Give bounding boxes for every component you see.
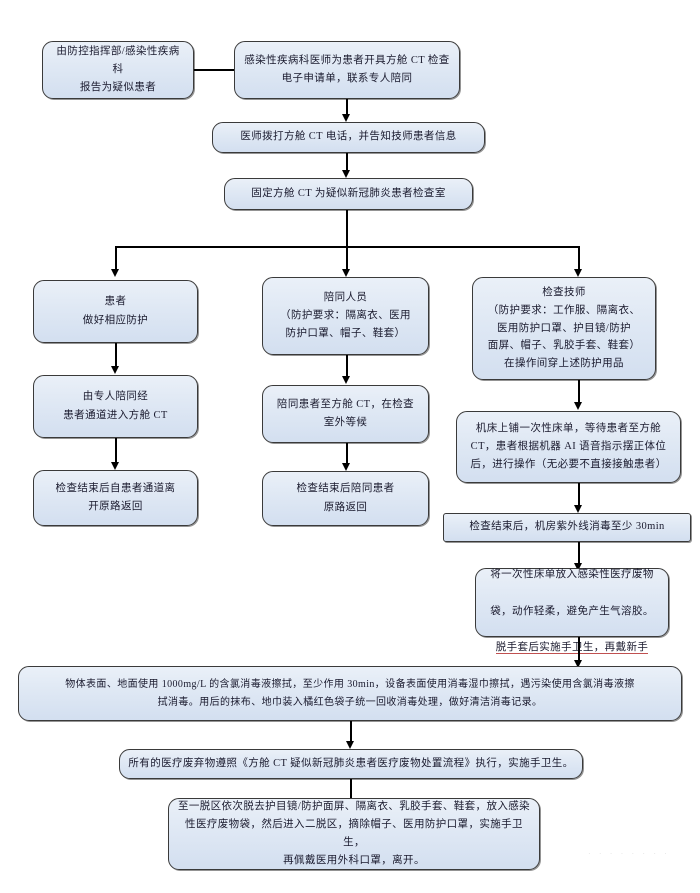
node-escort-role[interactable]: 陪同人员 （防护要求：隔离衣、医用 防护口罩、帽子、鞋套） [262, 277, 429, 355]
node-doffing-label: 至一脱区依次脱去护目镜/防护面屏、隔离衣、乳胶手套、鞋套，放入感染 性医疗废物袋… [177, 800, 531, 867]
arrow-escort-1 [341, 376, 350, 384]
connector-branch-mid [346, 246, 348, 271]
node-waste-protocol[interactable]: 所有的医疗废弃物遵照《方舱 CT 疑似新冠肺炎患者医疗废物处置流程》执行，实施手… [119, 749, 583, 779]
node-patient-role[interactable]: 患者 做好相应防护 [33, 280, 198, 343]
node-source-report-label: 由防控指挥部/感染性疾病科 报告为疑似患者 [56, 45, 180, 94]
arrow-patient-1 [110, 366, 119, 374]
arrow-tech-1 [573, 402, 582, 410]
arrow-branch-right [573, 269, 582, 277]
node-escort-wait[interactable]: 陪同患者至方舱 CT，在检查 室外等候 [262, 385, 429, 443]
node-fix-room-label: 固定方舱 CT 为疑似新冠肺炎患者检查室 [251, 187, 446, 199]
node-doffing[interactable]: 至一脱区依次脱去护目镜/防护面屏、隔离衣、乳胶手套、鞋套，放入感染 性医疗废物袋… [168, 798, 540, 870]
node-escort-return-label: 检查结束后陪同患者 原路返回 [296, 483, 395, 513]
node-tech-role[interactable]: 检查技师 （防护要求：工作服、隔离衣、 医用防护口罩、护目镜/防护 面屏、帽子、… [472, 277, 656, 380]
node-patient-leave[interactable]: 检查结束后自患者通道离 开原路返回 [33, 470, 198, 526]
node-tech-operate-label: 机床上铺一次性床单，等待患者至方舱 CT，患者根据机器 AI 语音指示摆正体位 … [470, 422, 667, 471]
arrow-call-down [341, 170, 350, 178]
node-patient-enter-label: 由专人陪同经 患者通道进入方舱 CT [63, 391, 168, 421]
arrow-surface-down [345, 741, 354, 749]
node-sheet-disposal[interactable]: 将一次性床单放入感染性医疗废物 袋，动作轻柔，避免产生气溶胶。 脱手套后实施手卫… [475, 568, 669, 654]
node-doctor-order[interactable]: 感染性疾病科医师为患者开具方舱 CT 检查 电子申请单，联系专人陪同 [234, 41, 460, 99]
connector-order-down [346, 99, 348, 117]
arrow-tech-4 [573, 660, 582, 668]
sheet-disposal-line-2: 袋，动作轻柔，避免产生气溶胶。 [490, 605, 654, 617]
arrow-patient-2 [110, 462, 119, 470]
node-escort-return[interactable]: 检查结束后陪同患者 原路返回 [262, 471, 429, 526]
node-sheet-disposal-label: 将一次性床单放入感染性医疗废物 袋，动作轻柔，避免产生气溶胶。 脱手套后实施手卫… [484, 548, 660, 656]
arrow-tech-3 [573, 563, 582, 571]
node-source-report[interactable]: 由防控指挥部/感染性疾病科 报告为疑似患者 [42, 41, 194, 99]
connector-call-down [346, 153, 348, 172]
node-tech-operate[interactable]: 机床上铺一次性床单，等待患者至方舱 CT，患者根据机器 AI 语音指示摆正体位 … [456, 411, 681, 483]
node-doctor-call-label: 医师拨打方舱 CT 电话，并告知技师患者信息 [240, 131, 457, 143]
node-escort-role-label: 陪同人员 （防护要求：隔离衣、医用 防护口罩、帽子、鞋套） [280, 291, 411, 340]
node-patient-role-label: 患者 做好相应防护 [82, 296, 149, 326]
watermark-text: · · · · · · · · [588, 849, 670, 858]
connector-tech-4 [578, 637, 580, 662]
connector-escort-2 [346, 443, 348, 465]
arrow-order-down [341, 114, 350, 122]
sheet-disposal-line-1: 将一次性床单放入感染性医疗废物 [490, 569, 654, 581]
connector-tech-3 [578, 542, 580, 565]
node-escort-wait-label: 陪同患者至方舱 CT，在检查 室外等候 [276, 398, 415, 428]
node-fix-room[interactable]: 固定方舱 CT 为疑似新冠肺炎患者检查室 [224, 178, 473, 210]
node-uv-disinfect[interactable]: 检查结束后，机房紫外线消毒至少 30min [443, 513, 691, 542]
node-waste-protocol-label: 所有的医疗废弃物遵照《方舱 CT 疑似新冠肺炎患者医疗废物处置流程》执行，实施手… [128, 757, 574, 769]
connector-tech-1 [578, 380, 580, 404]
sheet-disposal-line-3: 脱手套后实施手卫生，再戴新手 [495, 641, 649, 654]
connector-fixroom-to-bus [346, 210, 348, 247]
connector-tech-2 [578, 483, 580, 507]
node-surface-clean[interactable]: 物体表面、地面使用 1000mg/L 的含氯消毒液擦拭，至少作用 30min，设… [18, 666, 682, 721]
arrow-branch-left [110, 269, 119, 277]
node-uv-disinfect-label: 检查结束后，机房紫外线消毒至少 30min [469, 521, 665, 533]
connector-waste-down [350, 779, 352, 803]
connector-branch-right [578, 246, 580, 271]
node-surface-clean-label: 物体表面、地面使用 1000mg/L 的含氯消毒液擦拭，至少作用 30min，设… [65, 679, 635, 708]
node-patient-leave-label: 检查结束后自患者通道离 开原路返回 [55, 482, 176, 512]
connector-surface-down [350, 721, 352, 743]
arrow-escort-2 [341, 463, 350, 471]
node-doctor-call[interactable]: 医师拨打方舱 CT 电话，并告知技师患者信息 [212, 122, 485, 153]
node-tech-role-label: 检查技师 （防护要求：工作服、隔离衣、 医用防护口罩、护目镜/防护 面屏、帽子、… [487, 287, 641, 369]
arrow-tech-2 [573, 505, 582, 513]
connector-branch-left [115, 246, 117, 271]
node-doctor-order-label: 感染性疾病科医师为患者开具方舱 CT 检查 电子申请单，联系专人陪同 [244, 54, 450, 84]
connector-patient-1 [115, 343, 117, 368]
arrow-branch-mid [341, 269, 350, 277]
connector-source-to-order [194, 69, 234, 71]
node-patient-enter[interactable]: 由专人陪同经 患者通道进入方舱 CT [33, 375, 198, 438]
connector-escort-1 [346, 355, 348, 378]
connector-patient-2 [115, 438, 117, 464]
